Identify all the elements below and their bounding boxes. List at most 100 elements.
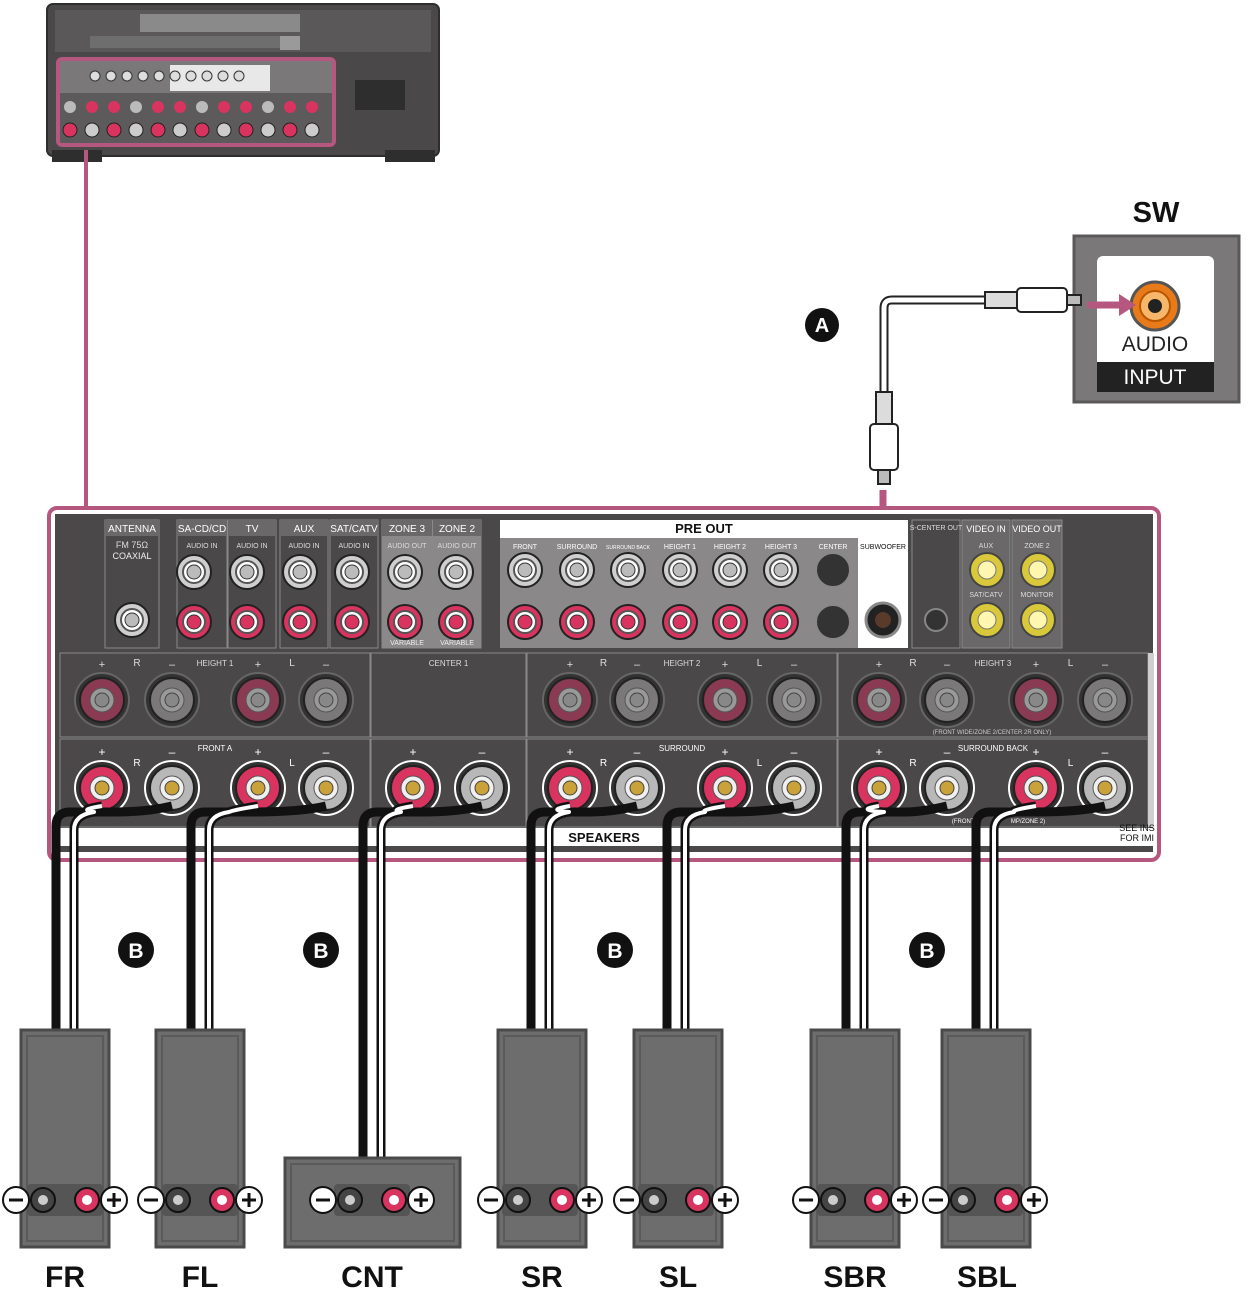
height-terminal[interactable] (851, 672, 907, 728)
height-terminal[interactable] (542, 672, 598, 728)
speaker-terminal-plus[interactable] (994, 1187, 1020, 1213)
speaker-terminal[interactable] (385, 760, 441, 816)
height-terminal[interactable] (1077, 672, 1133, 728)
video-jack[interactable] (969, 602, 1005, 638)
subwoofer-out-jack[interactable] (864, 601, 902, 639)
for-imp-note: FOR IMI (1120, 833, 1154, 843)
polarity-mark: – (169, 745, 176, 759)
rca-plug-horizontal (984, 287, 1082, 313)
section-sub: AUDIO OUT (388, 543, 428, 550)
audio-jack-left[interactable] (282, 554, 318, 590)
speaker-terminal[interactable] (609, 760, 665, 816)
pre-out-jack-left[interactable] (712, 552, 748, 588)
audio-jack-left[interactable] (438, 554, 474, 590)
pre-out-jack-right[interactable] (559, 604, 595, 640)
audio-jack-right[interactable] (438, 604, 474, 640)
speaker-cable-cnt (345, 801, 484, 1200)
height-terminal[interactable] (74, 672, 130, 728)
speaker-terminal[interactable] (454, 760, 510, 816)
section-sub: VARIABLE (390, 640, 424, 647)
speaker-terminal-plus[interactable] (864, 1187, 890, 1213)
audio-jack-left[interactable] (176, 554, 212, 590)
audio-jack-right[interactable] (334, 604, 370, 640)
audio-jack-right[interactable] (229, 604, 265, 640)
video-jack[interactable] (969, 552, 1005, 588)
height-terminal[interactable] (1008, 672, 1064, 728)
speaker-terminal-minus[interactable] (337, 1187, 363, 1213)
speaker-terminal[interactable] (919, 760, 975, 816)
height-terminal[interactable] (697, 672, 753, 728)
speaker-terminal-minus[interactable] (641, 1187, 667, 1213)
speaker-terminal-minus[interactable] (165, 1187, 191, 1213)
height-terminal[interactable] (144, 672, 200, 728)
speaker-label-sbr: SBR (823, 1261, 887, 1294)
audio-jack-right[interactable] (282, 604, 318, 640)
speaker-terminal-plus[interactable] (209, 1187, 235, 1213)
pre-out-jack-right[interactable] (507, 604, 543, 640)
polarity-mark: + (254, 745, 261, 759)
terminal-group-upper: CENTER 1 (370, 652, 527, 738)
pre-out-center-jack[interactable] (815, 552, 851, 640)
speaker-terminal[interactable] (298, 760, 354, 816)
polarity-mark: + (1033, 659, 1039, 671)
overview-terminal (306, 101, 318, 113)
polarity-mark: – (944, 745, 951, 759)
see-ins-note: SEE INS (1119, 823, 1155, 833)
speaker-terminal-minus[interactable] (505, 1187, 531, 1213)
section-sub: AUX (979, 543, 994, 550)
pre-out-jack-right[interactable] (763, 604, 799, 640)
speaker-terminal-minus[interactable] (950, 1187, 976, 1213)
height-terminal[interactable] (609, 672, 665, 728)
audio-jack-left[interactable] (229, 554, 265, 590)
speaker-terminal-plus[interactable] (549, 1187, 575, 1213)
pre-out-jack-right[interactable] (712, 604, 748, 640)
speaker-terminal-plus[interactable] (381, 1187, 407, 1213)
audio-jack-right[interactable] (176, 604, 212, 640)
speaker-terminal[interactable] (144, 760, 200, 816)
panel-edge (1148, 653, 1154, 827)
pre-out-jack-right[interactable] (610, 604, 646, 640)
video-jack[interactable] (1020, 602, 1056, 638)
overview-terminal (196, 101, 208, 113)
overview-terminal (216, 122, 232, 138)
pre-out-jack-left[interactable] (610, 552, 646, 588)
speaker-terminal-plus[interactable] (685, 1187, 711, 1213)
speaker-terminal[interactable] (1008, 760, 1064, 816)
subwoofer-audio-input-jack[interactable] (1129, 280, 1181, 332)
speaker-terminal[interactable] (1077, 760, 1133, 816)
height-terminal[interactable] (919, 672, 975, 728)
terminal-group-title: CENTER 1 (429, 659, 469, 668)
audio-jack-left[interactable] (334, 554, 370, 590)
section-sub: AUDIO IN (338, 543, 369, 550)
speaker-terminal-minus[interactable] (30, 1187, 56, 1213)
pre-out-label: SURROUND (557, 544, 597, 551)
speaker-terminal[interactable] (766, 760, 822, 816)
audio-jack-right[interactable] (387, 604, 423, 640)
speaker-terminal[interactable] (697, 760, 753, 816)
terminal-group-title: HEIGHT 1 (197, 659, 234, 668)
antenna-jack[interactable] (114, 602, 150, 638)
pre-out-jack-left[interactable] (559, 552, 595, 588)
pre-out-jack-right[interactable] (662, 604, 698, 640)
section-title: VIDEO OUT (1012, 524, 1062, 534)
audio-jack-left[interactable] (387, 554, 423, 590)
speaker-terminal-plus[interactable] (74, 1187, 100, 1213)
height-terminal[interactable] (298, 672, 354, 728)
pre-out-jack-left[interactable] (662, 552, 698, 588)
speaker-terminal[interactable] (851, 760, 907, 816)
minus-sign-icon (792, 1186, 820, 1214)
speaker-terminal-minus[interactable] (820, 1187, 846, 1213)
minus-sign-icon (613, 1186, 641, 1214)
overview-jack (217, 70, 229, 82)
pre-out-jack-left[interactable] (507, 552, 543, 588)
section-title: VIDEO IN (966, 524, 1006, 534)
video-jack[interactable] (1020, 552, 1056, 588)
pre-out-jack-left[interactable] (763, 552, 799, 588)
channel-mark: L (757, 758, 763, 769)
section-sub: MONITOR (1021, 592, 1054, 599)
height-terminal[interactable] (230, 672, 286, 728)
speaker-terminal[interactable] (542, 760, 598, 816)
height-terminal[interactable] (766, 672, 822, 728)
s-center-out-jack[interactable] (924, 608, 948, 632)
speaker-label-fl: FL (182, 1261, 219, 1294)
